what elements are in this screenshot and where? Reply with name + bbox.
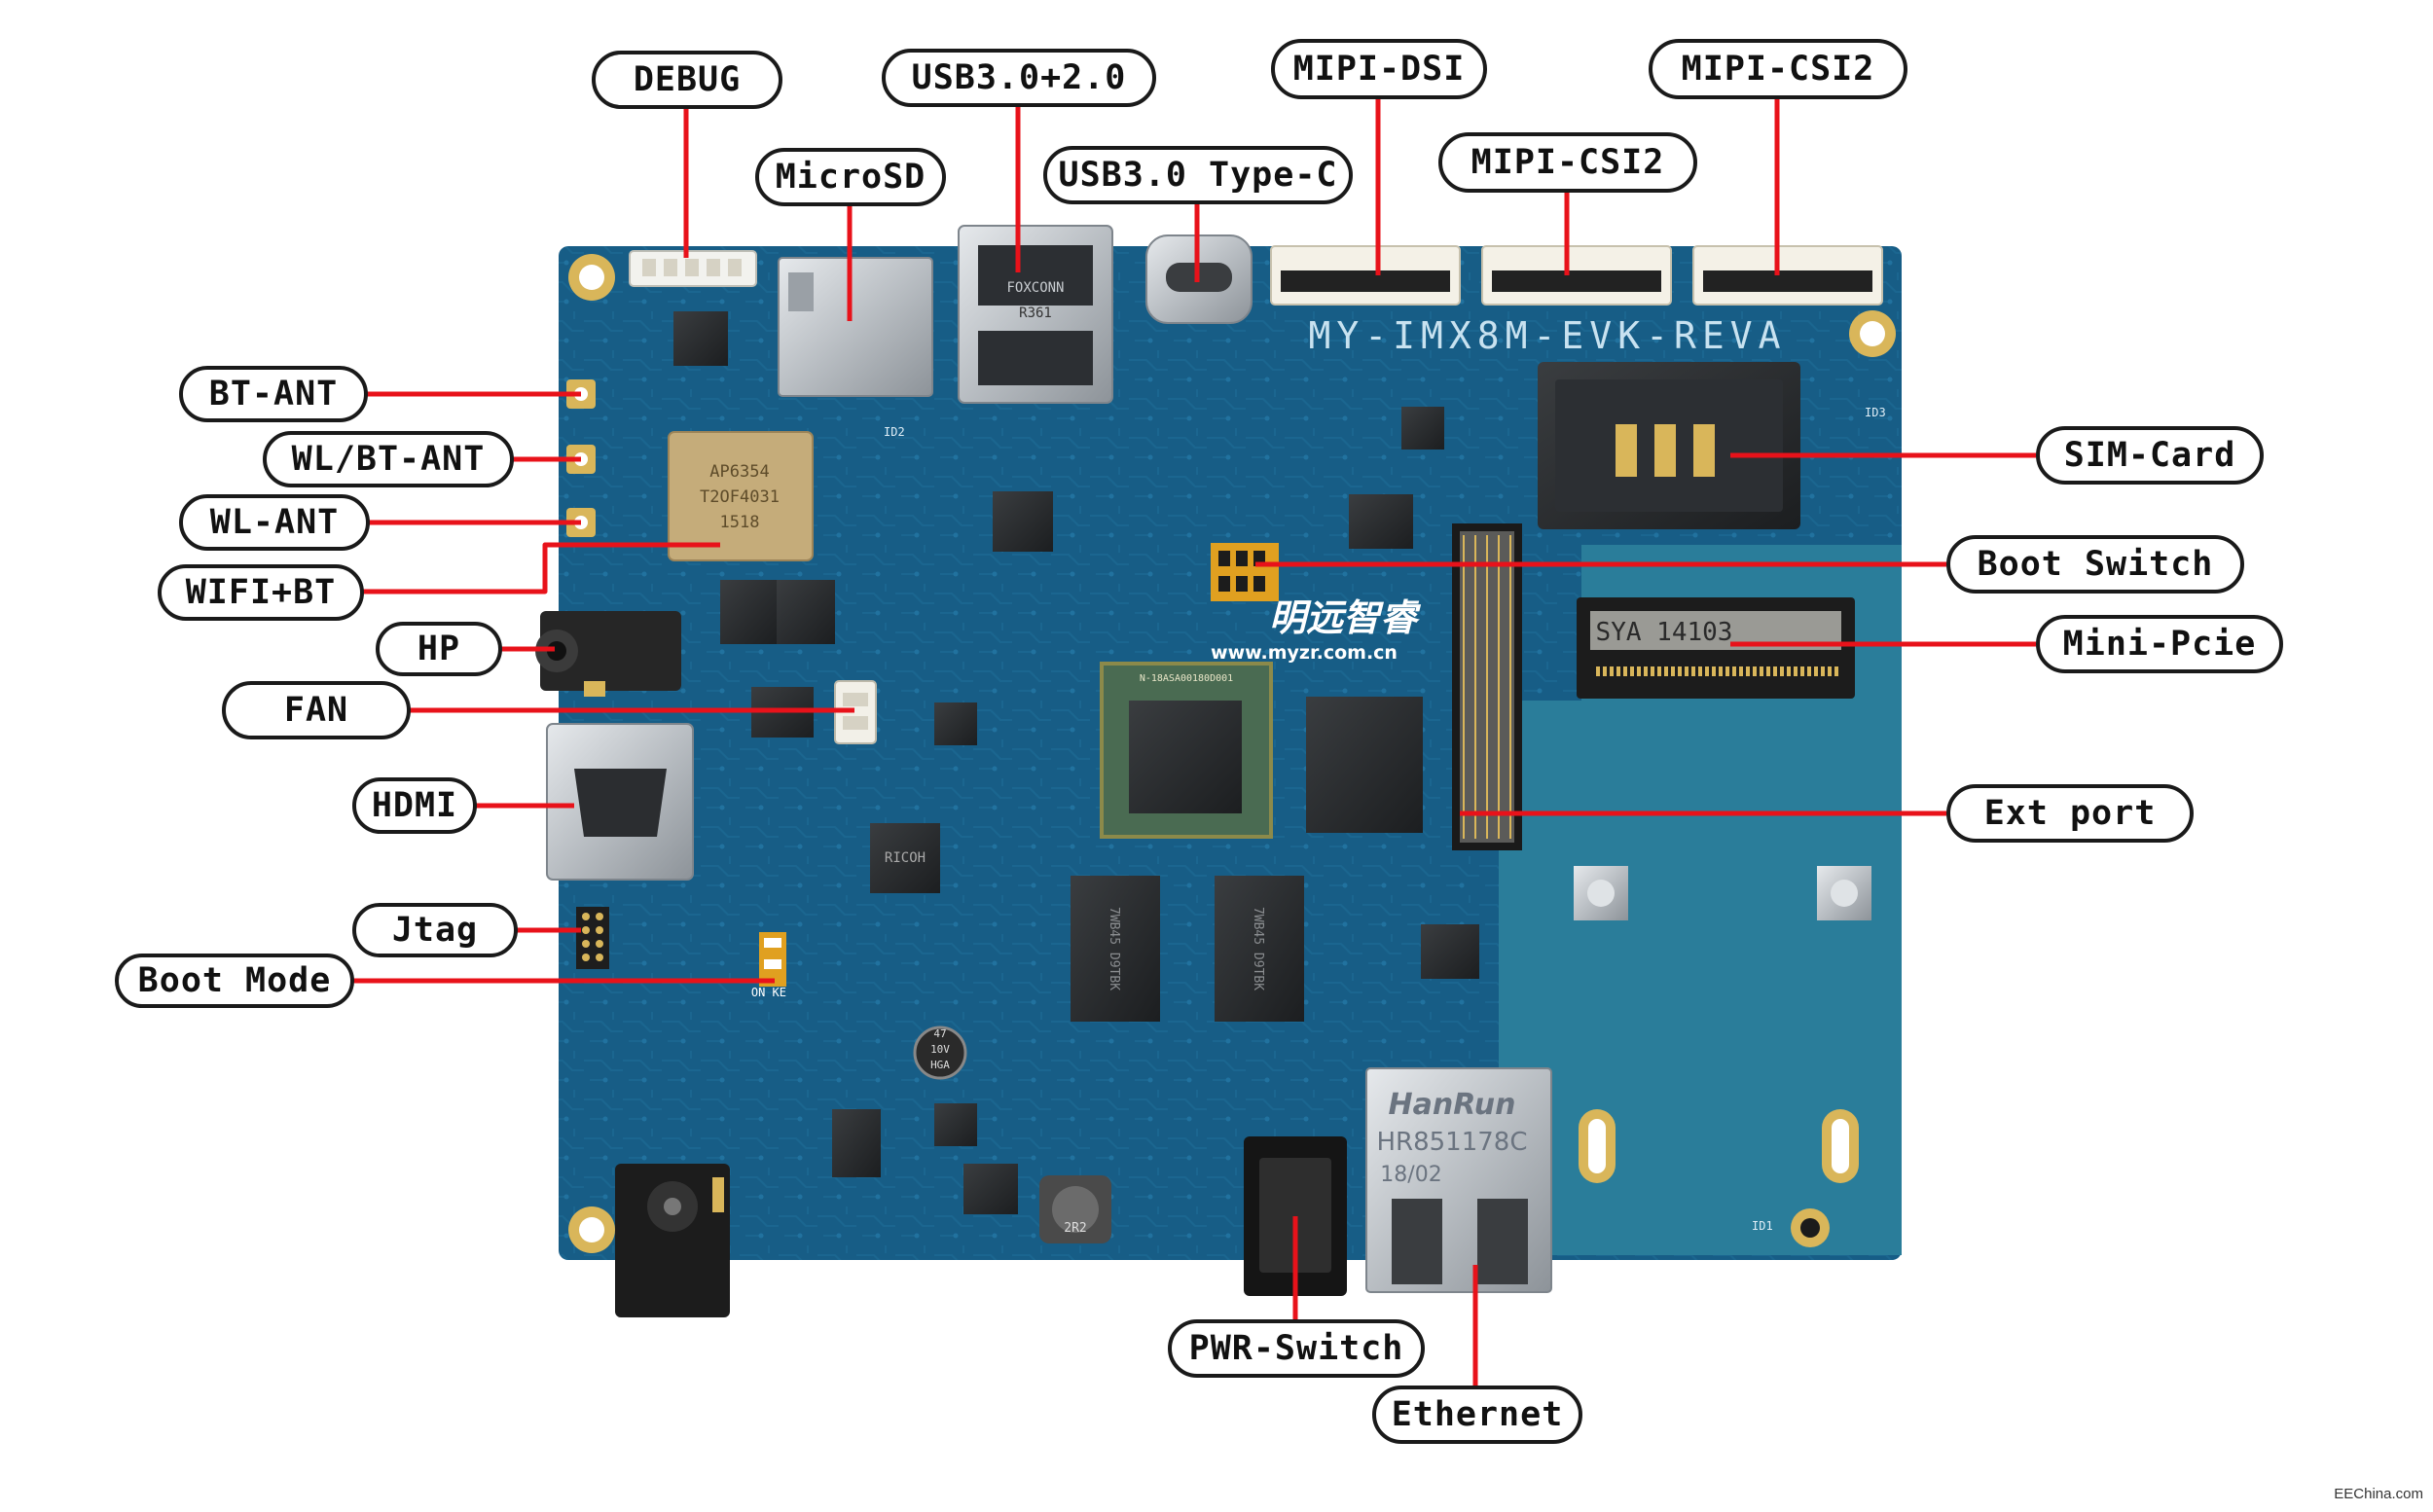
chip — [673, 311, 728, 366]
callout-wl-bt-ant: WL/BT-ANT — [263, 431, 514, 487]
usb-code-mark: R361 — [1019, 306, 1052, 321]
mini-pcie-mark: SYA 14103 — [1596, 618, 1733, 647]
callout-hp: HP — [376, 622, 502, 676]
soc-mark: N-18ASA00180D001 — [1140, 673, 1233, 684]
chip — [1421, 924, 1479, 979]
mounting-hole — [568, 1206, 615, 1253]
wifi-module-mark-line3: 1518 — [720, 513, 760, 532]
ethernet-part-mark: HR851178C — [1376, 1128, 1527, 1157]
callout-fan: FAN — [222, 681, 411, 739]
callout-ethernet: Ethernet — [1372, 1386, 1582, 1444]
chip — [963, 1164, 1018, 1214]
callout-hdmi: HDMI — [352, 777, 477, 834]
wifi-module-mark-line1: AP6354 — [709, 462, 769, 482]
mipi-dsi-connector — [1270, 245, 1461, 306]
mounting-hole — [568, 254, 615, 301]
chip — [993, 491, 1053, 552]
callout-ext-port: Ext port — [1946, 784, 2194, 843]
usb-vendor-mark: FOXCONN — [1006, 280, 1064, 296]
chip — [934, 702, 977, 745]
mipi-csi2-connector-b — [1692, 245, 1883, 306]
chip — [777, 580, 835, 644]
callout-boot-mode: Boot Mode — [115, 954, 354, 1008]
boot-mode-switch: ON KE — [751, 932, 786, 999]
cap-mark-1: 47 — [933, 1027, 946, 1040]
callout-sim-card: SIM-Card — [2036, 426, 2264, 485]
id-label: ID3 — [1865, 406, 1886, 419]
boot-mode-switch-mark: ON KE — [751, 986, 786, 999]
inductor-mark: 2R2 — [1064, 1221, 1086, 1236]
ram-mark-b: 7WB45 D9TBK — [1251, 907, 1265, 990]
fan-connector — [834, 680, 877, 744]
callout-microsd: MicroSD — [755, 148, 946, 206]
chip — [1349, 494, 1413, 549]
id-label: ID2 — [884, 425, 905, 439]
callout-bt-ant: BT-ANT — [179, 366, 368, 422]
wifi-bt-module: AP6354 T2OF4031 1518 — [668, 431, 814, 561]
ram-chip-b: 7WB45 D9TBK — [1215, 876, 1304, 1022]
soc-processor: N-18ASA00180D001 — [1100, 662, 1273, 839]
id-label: ID1 — [1752, 1219, 1773, 1233]
mini-pcie-slot: SYA 14103 — [1577, 597, 1855, 699]
mounting-hole — [1849, 310, 1896, 357]
brand-chinese: 明远智睿 — [1269, 596, 1422, 639]
power-inductor: 2R2 — [1039, 1175, 1111, 1243]
board-model-silkscreen: MY-IMX8M-EVK-REVA — [1309, 314, 1787, 357]
wifi-module-mark-line2: T2OF4031 — [700, 487, 780, 507]
mipi-csi2-connector-a — [1481, 245, 1672, 306]
leader-wifi-bt — [362, 542, 720, 594]
chip — [1401, 407, 1444, 450]
brand-url: www.myzr.com.cn — [1211, 642, 1398, 664]
cap-mark-2: 10V — [930, 1043, 950, 1056]
electrolytic-capacitor: 47 10V HGA — [913, 1026, 967, 1080]
pmic-chip: RICOH — [870, 823, 940, 893]
mounting-hole — [1791, 1208, 1830, 1247]
callout-usb3-typec: USB3.0 Type-C — [1043, 146, 1353, 204]
watermark: EEChina.com — [2334, 1486, 2423, 1502]
ethernet-brand-mark: HanRun — [1389, 1088, 1516, 1122]
jtag-header — [576, 907, 609, 969]
ram-chip-a: 7WB45 D9TBK — [1071, 876, 1160, 1022]
chip — [832, 1109, 881, 1177]
callout-jtag: Jtag — [352, 903, 518, 957]
callout-wl-ant: WL-ANT — [179, 494, 370, 551]
callout-debug: DEBUG — [592, 51, 782, 109]
power-jack — [615, 1164, 730, 1317]
hdmi-connector — [546, 723, 694, 881]
callout-mini-pcie: Mini-Pcie — [2036, 615, 2283, 673]
sim-card-holder — [1538, 362, 1800, 529]
callout-pwr-switch: PWR-Switch — [1168, 1319, 1425, 1378]
headphone-jack — [535, 611, 681, 697]
pmic-mark: RICOH — [885, 850, 926, 866]
callout-mipi-csi2-a: MIPI-CSI2 — [1438, 132, 1697, 193]
ethernet-date-mark: 18/02 — [1380, 1163, 1441, 1187]
callout-wifi-bt: WIFI+BT — [158, 564, 364, 621]
expansion-port — [1452, 523, 1522, 850]
chip — [720, 580, 779, 644]
callout-usb3-usb2: USB3.0+2.0 — [882, 49, 1156, 107]
debug-connector — [629, 250, 757, 287]
callout-boot-switch: Boot Switch — [1946, 535, 2244, 594]
cap-mark-3: HGA — [930, 1059, 950, 1071]
ram-mark-a: 7WB45 D9TBK — [1107, 907, 1121, 990]
callout-mipi-csi2-b: MIPI-CSI2 — [1649, 39, 1907, 99]
chip — [934, 1103, 977, 1146]
usb3-usb2-connector: FOXCONN R361 — [958, 225, 1113, 404]
leader-lines — [352, 97, 2036, 1387]
emmc-chip — [1306, 697, 1423, 833]
ethernet-jack: HanRun HR851178C 18/02 — [1365, 1067, 1552, 1293]
callout-mipi-dsi: MIPI-DSI — [1271, 39, 1487, 99]
boot-dip-switch — [1211, 543, 1279, 601]
microsd-slot — [778, 257, 933, 397]
